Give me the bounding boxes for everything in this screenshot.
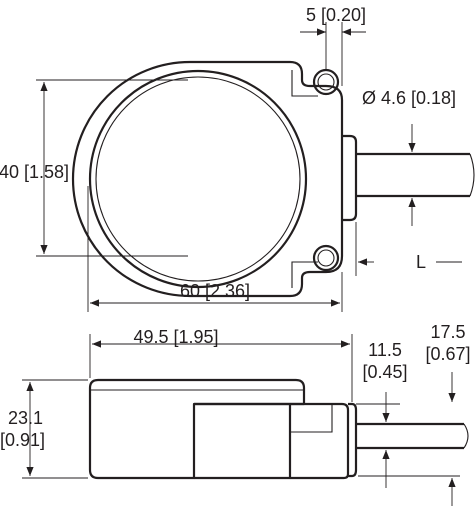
side-height-label-1: 23.1 — [8, 408, 43, 428]
connector-step — [289, 404, 333, 433]
cable-length-label: L — [416, 252, 426, 272]
sensing-face-outer — [88, 69, 308, 289]
cable-diameter-label: Ø 4.6 [0.18] — [362, 88, 456, 108]
connector-height-label-2: [0.67] — [425, 344, 470, 364]
cable-offset-label-2: [0.45] — [362, 362, 407, 382]
cable-offset-label-1: 11.5 — [368, 340, 402, 360]
body-length-label: 49.5 [1.95] — [133, 327, 218, 347]
connector-housing — [290, 402, 350, 480]
mounting-hole-bottom — [312, 244, 340, 272]
sensing-face-inner — [95, 76, 301, 282]
plate-inner-edge — [291, 70, 318, 288]
top-view: 40 [1.58] 60 [2.36] 5 [0.20] Ø 4.6 [0.18… — [0, 5, 475, 312]
side-view: 49.5 [1.95] 23.1 [0.91] 11.5 [0.45] 17.5… — [0, 322, 471, 506]
side-base — [194, 402, 292, 480]
mounting-hole-bottom-bore — [317, 249, 335, 267]
width-dimension-label: 60 [2.36] — [180, 281, 250, 301]
cable-side-view — [356, 422, 464, 450]
mounting-hole-top-bore — [317, 73, 335, 91]
connector-height-label-1: 17.5 — [430, 322, 465, 342]
cable-break-top — [469, 153, 475, 197]
cable-break-side — [463, 423, 469, 449]
side-body — [88, 378, 306, 480]
housing-outline — [71, 60, 344, 298]
ear-dimension-label: 5 [0.20] — [306, 5, 366, 25]
height-dimension-label: 40 [1.58] — [0, 162, 69, 182]
side-gland — [348, 402, 358, 478]
side-height-label-2: [0.91] — [0, 430, 45, 450]
cable-top-view — [356, 152, 470, 198]
cable-gland — [342, 134, 358, 222]
